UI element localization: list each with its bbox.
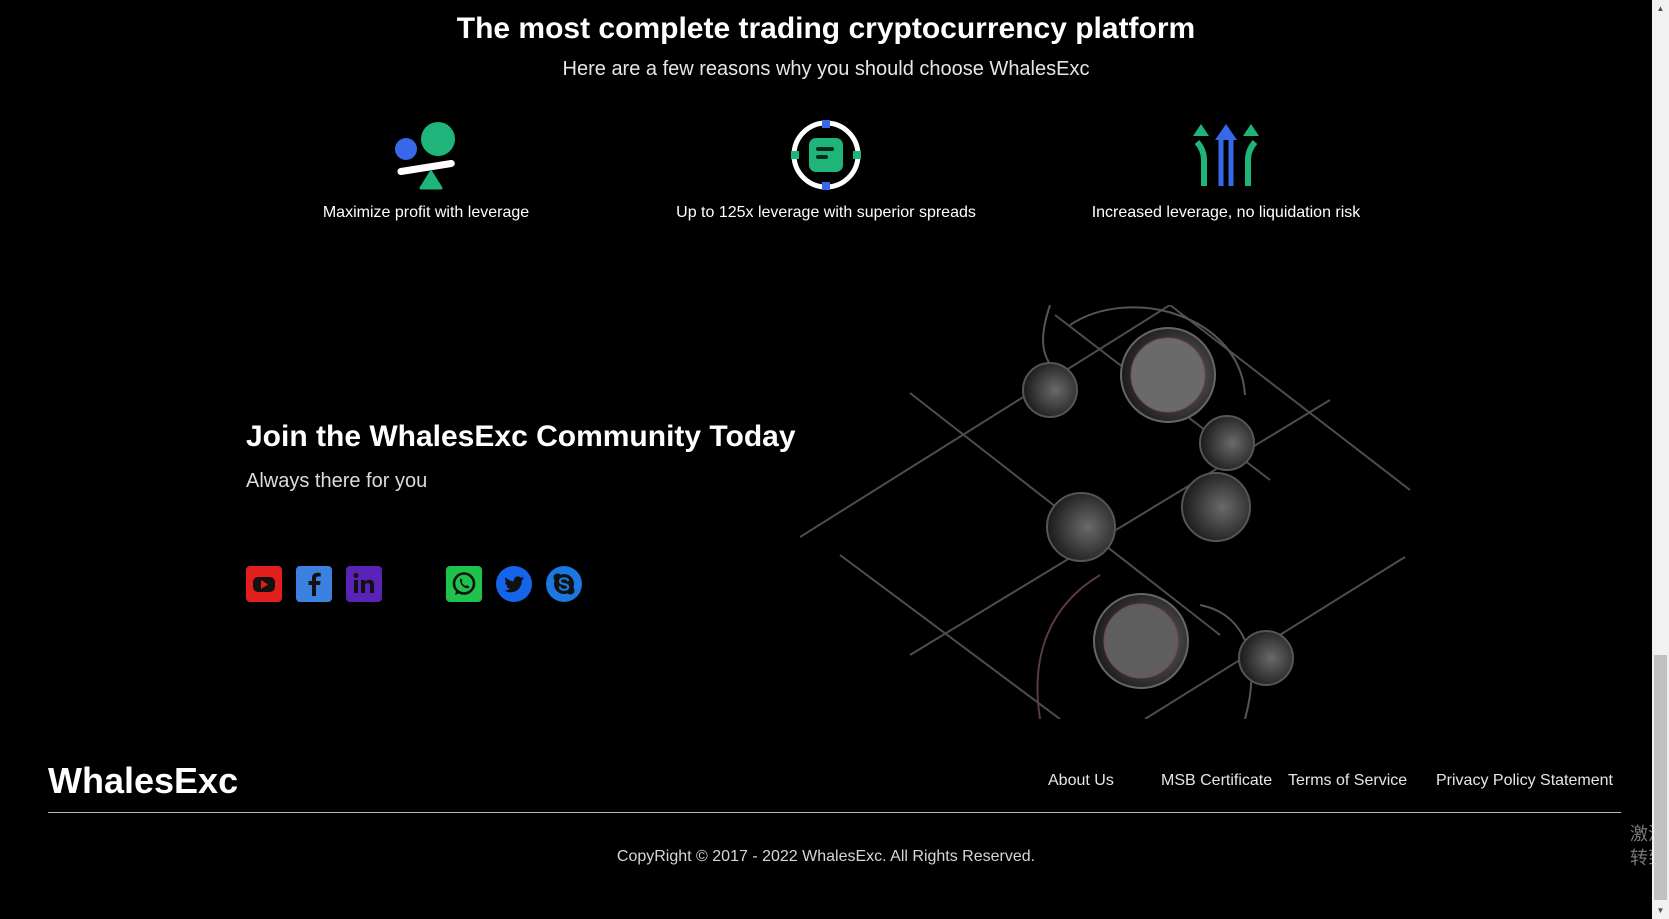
community-subtitle: Always there for you	[246, 470, 428, 492]
footer-brand-logo[interactable]: WhalesExc	[48, 760, 239, 801]
shapes-balance-icon	[395, 122, 455, 190]
avatar-group	[1022, 327, 1294, 689]
linkedin-icon	[346, 566, 382, 602]
community-title: Join the WhalesExc Community Today	[246, 420, 796, 453]
skype-icon	[546, 566, 582, 602]
skype-link[interactable]	[546, 566, 582, 602]
scroll-up-arrow-icon[interactable]: ▲	[1656, 4, 1665, 13]
feature-card: Up to 125x leverage with superior spread…	[626, 118, 1026, 222]
youtube-icon	[246, 566, 282, 602]
up-arrows-icon	[1193, 124, 1259, 186]
target-document-icon	[791, 120, 861, 190]
facebook-icon	[296, 566, 332, 602]
footer-divider	[48, 812, 1621, 813]
footer-nav: About Us MSB Certificate Terms of Servic…	[1048, 772, 1613, 794]
section-title: The most complete trading cryptocurrency…	[456, 12, 1196, 45]
facebook-link[interactable]	[296, 566, 332, 602]
feature-label: Maximize profit with leverage	[322, 204, 530, 221]
feature-label: Up to 125x leverage with superior spread…	[676, 204, 976, 221]
twitter-icon	[496, 566, 532, 602]
footer-link-privacy-policy[interactable]: Privacy Policy Statement	[1436, 772, 1613, 789]
linkedin-link[interactable]	[346, 566, 382, 602]
footer-link-about-us[interactable]: About Us	[1048, 772, 1114, 789]
feature-label: Increased leverage, no liquidation risk	[1091, 204, 1361, 221]
feature-card: Increased leverage, no liquidation risk	[1026, 118, 1426, 222]
footer-link-msb-certificate[interactable]: MSB Certificate	[1161, 772, 1273, 789]
youtube-link[interactable]	[246, 566, 282, 602]
scroll-down-arrow-icon[interactable]: ▼	[1656, 906, 1665, 915]
whatsapp-link[interactable]	[446, 566, 482, 602]
scroll-thumb[interactable]	[1654, 655, 1667, 900]
whatsapp-icon	[446, 566, 482, 602]
activation-watermark: 激活 转到	[1630, 824, 1652, 868]
twitter-link[interactable]	[496, 566, 532, 602]
copyright-text: CopyRight © 2017 - 2022 WhalesExc. All R…	[616, 848, 1036, 865]
feature-card: Maximize profit with leverage	[226, 118, 626, 222]
section-subtitle: Here are a few reasons why you should ch…	[562, 58, 1090, 80]
community-network-graphic	[800, 305, 1411, 719]
footer-link-terms-of-service[interactable]: Terms of Service	[1288, 772, 1408, 789]
vertical-scrollbar[interactable]: ▲ ▼	[1652, 0, 1669, 919]
